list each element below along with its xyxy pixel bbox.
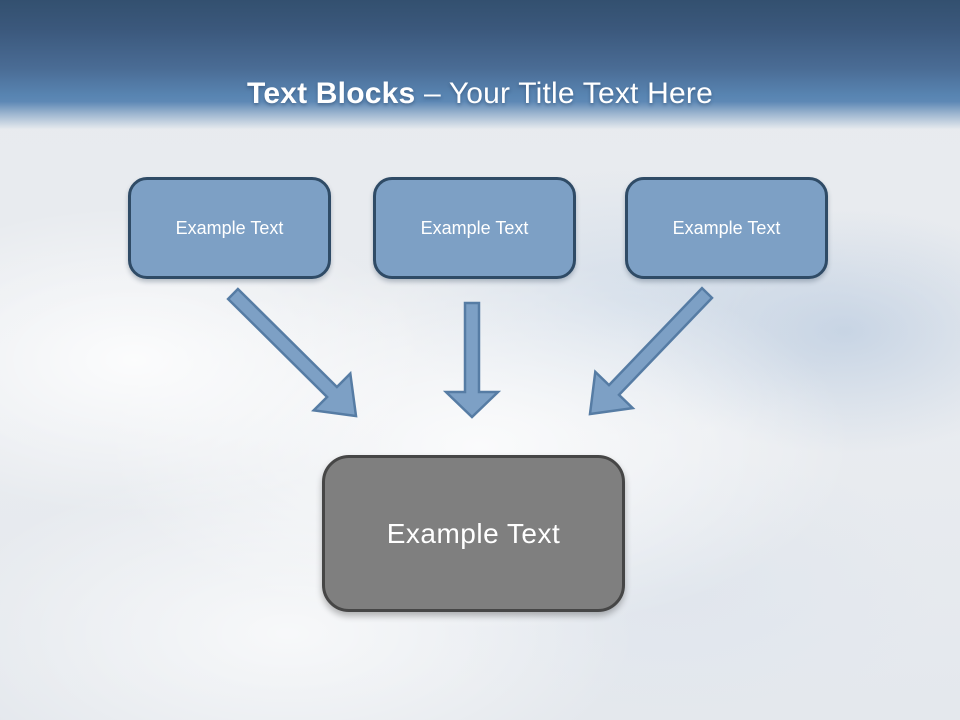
- text-block-2: Example Text: [373, 177, 576, 279]
- result-block-label: Example Text: [386, 517, 561, 549]
- result-block: Example Text: [322, 455, 625, 612]
- page-title-bold-part: Text Blocks: [247, 77, 424, 111]
- arrow-down-icon: [442, 301, 502, 419]
- text-block-1-label: Example Text: [175, 217, 284, 238]
- page-title-regular-part: – Your Title Text Here: [423, 77, 713, 111]
- text-block-3: Example Text: [625, 177, 828, 279]
- text-block-3-label: Example Text: [672, 217, 781, 238]
- text-block-1: Example Text: [128, 177, 331, 279]
- page-title: Text Blocks – Your Title Text Here: [0, 76, 960, 112]
- arrow-down-right-icon: [226, 287, 358, 418]
- text-block-2-label: Example Text: [420, 217, 529, 238]
- title-band: [0, 0, 960, 132]
- arrow-down-left-icon: [588, 286, 714, 416]
